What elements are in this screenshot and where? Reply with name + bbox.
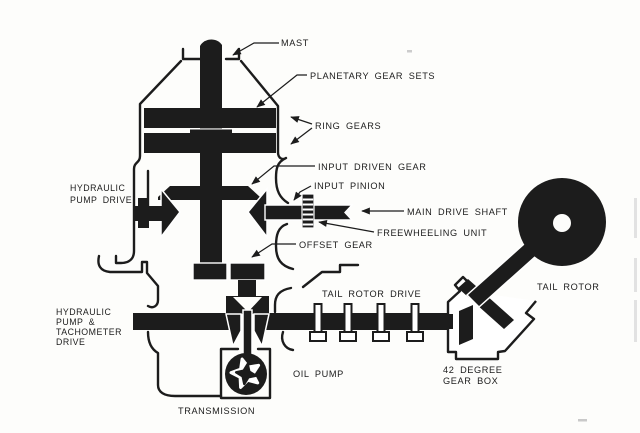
freewheeling-unit-splines	[302, 198, 314, 226]
housing-bracket-right-mid	[274, 222, 295, 271]
label-42-degree-gear-box: 42 DEGREE GEAR BOX	[443, 365, 502, 386]
label-mast: MAST	[281, 38, 309, 48]
bevel-wing-left	[225, 313, 242, 349]
leader-lines	[232, 42, 404, 258]
offset-gear	[229, 262, 266, 281]
housing-sump-outline	[146, 330, 223, 398]
housing-bracket-right-lower	[273, 286, 293, 314]
tail-rotor-hub-hole	[553, 214, 571, 232]
pump-drive-gear	[138, 198, 149, 228]
input-driven-gear-web	[158, 186, 260, 200]
scan-artifacts	[407, 50, 637, 422]
input-driven-gear-assembly	[158, 186, 268, 240]
label-planetary-gear-sets: PLANETARY GEAR SETS	[310, 71, 435, 81]
oil-pump-housing	[219, 347, 272, 400]
leader-ring-gear-lower	[290, 127, 313, 145]
label-freewheeling-unit: FREEWHEELING UNIT	[377, 228, 487, 238]
lower-bevel-gear-assembly	[225, 296, 270, 361]
svg-text:HYDRAULIC: HYDRAULIC	[70, 183, 125, 193]
housing-right-profile	[239, 59, 290, 205]
label-ring-gears: RING GEARS	[315, 121, 381, 131]
label-hydraulic-pump-drive: HYDRAULIC PUMP DRIVE	[70, 183, 132, 205]
leader-input-pinion	[293, 185, 312, 201]
label-input-driven-gear: INPUT DRIVEN GEAR	[318, 162, 426, 172]
hanger-bearings	[309, 303, 424, 342]
leader-input-driven-gear	[251, 165, 315, 185]
labels: MAST PLANETARY GEAR SETS RING GEARS INPU…	[56, 38, 599, 416]
housing-top-flange-left	[181, 47, 202, 61]
housing-top-flange-right	[224, 47, 241, 61]
hanger-bearing	[406, 303, 424, 342]
main-drive-assembly	[264, 193, 354, 229]
leader-freewheeling-unit	[318, 219, 375, 233]
hydraulic-tachometer-drive-shaft	[133, 313, 240, 330]
label-main-drive-shaft: MAIN DRIVE SHAFT	[407, 207, 508, 217]
leader-planetary	[256, 74, 307, 108]
hydraulic-pump-drive-assembly	[133, 198, 162, 228]
bevel-wing-right	[253, 313, 270, 349]
housing-bracket-below-shaft	[280, 330, 295, 352]
svg-text:42 DEGREE: 42 DEGREE	[443, 365, 502, 375]
bevel-gear-vee	[233, 297, 262, 312]
housing-tail-drive-ledge	[301, 263, 360, 289]
label-oil-pump: OIL PUMP	[293, 369, 344, 379]
svg-text:DRIVE: DRIVE	[56, 337, 85, 347]
svg-text:PUMP &: PUMP &	[56, 317, 95, 327]
hanger-bearing	[372, 303, 390, 342]
label-input-pinion: INPUT PINION	[314, 181, 385, 191]
label-tail-rotor-drive: TAIL ROTOR DRIVE	[322, 289, 421, 299]
label-hydraulic-pump-tachometer-drive: HYDRAULIC PUMP & TACHOMETER DRIVE	[56, 307, 122, 347]
sun-gear-bar	[190, 129, 232, 134]
svg-text:PUMP DRIVE: PUMP DRIVE	[70, 195, 132, 205]
hanger-bearing	[309, 303, 327, 342]
label-offset-gear: OFFSET GEAR	[299, 240, 373, 250]
gerotor-inner	[234, 362, 258, 386]
svg-text:TACHOMETER: TACHOMETER	[56, 327, 122, 337]
oil-pump-shaft	[242, 309, 253, 361]
leader-offset-gear	[251, 243, 296, 258]
offset-gear-stub	[238, 280, 256, 297]
leader-mast	[232, 42, 279, 56]
label-tail-rotor: TAIL ROTOR	[537, 282, 599, 292]
lower-mast-gear	[192, 262, 228, 281]
housing-lower-left-flange	[97, 254, 160, 309]
gearbox-input-bevel	[459, 305, 473, 345]
svg-text:GEAR BOX: GEAR BOX	[443, 376, 498, 386]
planetary-ring-gear-stack	[144, 108, 276, 153]
svg-text:HYDRAULIC: HYDRAULIC	[56, 307, 111, 317]
leader-ring-gear-upper	[290, 116, 313, 125]
gearbox-input-stub	[446, 314, 453, 329]
hanger-bearing	[339, 303, 357, 342]
oil-pump-assembly	[219, 347, 272, 400]
ring-gear-upper	[144, 108, 276, 128]
housing-left-profile	[114, 59, 183, 265]
ring-gear-lower	[144, 133, 276, 153]
label-transmission: TRANSMISSION	[178, 406, 255, 416]
offset-gear-assembly	[192, 262, 266, 297]
tail-rotor-gearbox-assembly	[446, 178, 606, 361]
